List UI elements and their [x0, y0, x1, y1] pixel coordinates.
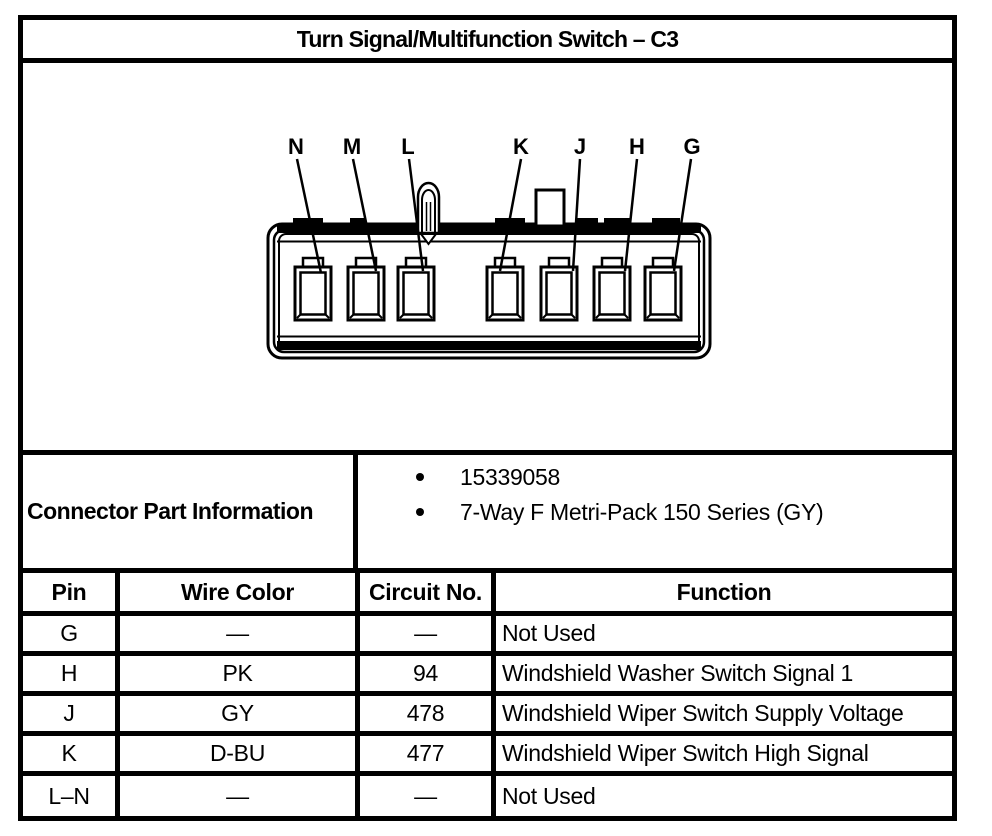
table-row: G — — Not Used [23, 616, 952, 656]
function-cell: Windshield Wiper Switch Supply Voltage [502, 700, 904, 726]
pin-label-g: G [683, 134, 700, 159]
pin-cell: H [23, 656, 120, 691]
wire-color-cell: — [120, 616, 360, 651]
pin-cavities [293, 256, 683, 322]
part-number: 15339058 [460, 464, 560, 490]
function-cell: Not Used [502, 782, 596, 809]
connector-diagram-area: N M L K J H G [23, 63, 952, 455]
pin-label-k: K [513, 134, 529, 159]
function-cell: Not Used [502, 620, 596, 646]
list-item: 7-Way F Metri-Pack 150 Series (GY) [358, 497, 952, 532]
wire-color-cell: D-BU [120, 736, 360, 771]
header-function: Function [676, 578, 772, 605]
table-row: L–N — — Not Used [23, 776, 952, 816]
header-wire-color: Wire Color [120, 573, 360, 611]
connector-index-tab [534, 188, 566, 228]
pin-cell: J [23, 696, 120, 731]
pin-table-header: Pin Wire Color Circuit No. Function [23, 573, 952, 616]
table-row: H PK 94 Windshield Washer Switch Signal … [23, 656, 952, 696]
circuit-no-cell: — [360, 616, 496, 651]
pin-leader-lines [295, 158, 693, 274]
pin-cell: K [23, 736, 120, 771]
pin-label-l: L [401, 134, 414, 159]
connector-part-info-label: Connector Part Information [23, 455, 358, 568]
header-circuit-no: Circuit No. [360, 573, 496, 611]
wire-color-cell: — [120, 776, 360, 816]
pin-label-n: N [288, 134, 304, 159]
wire-color-cell: GY [120, 696, 360, 731]
pin-labels: N M L K J H G [288, 134, 701, 159]
connector-bottom-edge [277, 335, 701, 350]
bullet-icon [416, 508, 424, 516]
circuit-no-cell: 478 [360, 696, 496, 731]
list-item: 15339058 [358, 462, 952, 497]
connector-lock-pin [416, 181, 441, 246]
header-pin: Pin [23, 573, 120, 611]
pin-label-j: J [574, 134, 586, 159]
bullet-icon [416, 473, 424, 481]
connector-series: 7-Way F Metri-Pack 150 Series (GY) [460, 499, 824, 525]
connector-part-info-row: Connector Part Information 15339058 7-Wa… [23, 455, 952, 573]
pin-label-h: H [629, 134, 645, 159]
circuit-no-cell: 94 [360, 656, 496, 691]
circuit-no-cell: — [360, 776, 496, 816]
connector-info-panel: Turn Signal/Multifunction Switch – C3 [18, 15, 957, 821]
pin-cell: G [23, 616, 120, 651]
circuit-no-cell: 477 [360, 736, 496, 771]
connector-diagram: N M L K J H G [266, 134, 712, 360]
function-cell: Windshield Washer Switch Signal 1 [502, 660, 854, 686]
table-row: J GY 478 Windshield Wiper Switch Supply … [23, 696, 952, 736]
page-title: Turn Signal/Multifunction Switch – C3 [296, 25, 679, 52]
pin-label-m: M [343, 134, 361, 159]
title-row: Turn Signal/Multifunction Switch – C3 [23, 20, 952, 63]
pin-cell: L–N [23, 776, 120, 816]
function-cell: Windshield Wiper Switch High Signal [502, 740, 869, 766]
connector-part-info-list: 15339058 7-Way F Metri-Pack 150 Series (… [358, 455, 952, 568]
wire-color-cell: PK [120, 656, 360, 691]
table-row: K D-BU 477 Windshield Wiper Switch High … [23, 736, 952, 776]
